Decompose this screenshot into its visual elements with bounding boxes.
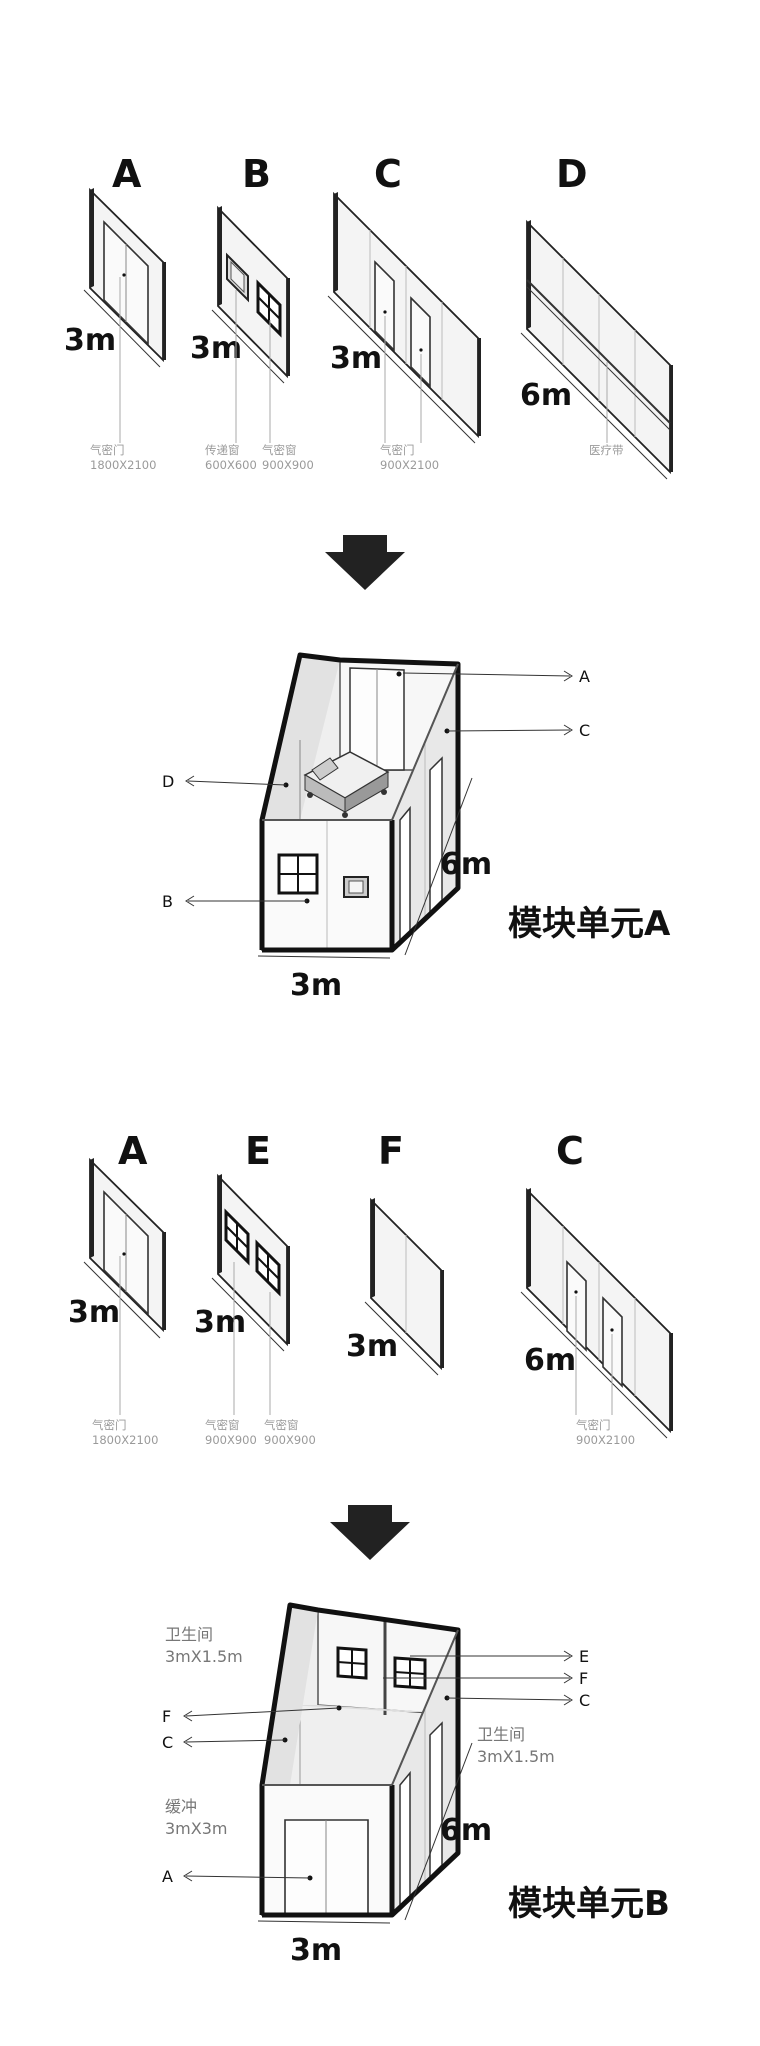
caption: 气密门 — [90, 443, 125, 457]
panel-letter: C — [556, 1129, 584, 1173]
toilet-left-size: 3mX1.5m — [165, 1647, 243, 1666]
dim-label: 3m — [64, 323, 116, 358]
panel-letter: B — [242, 152, 271, 196]
caption-size: 900X2100 — [380, 458, 439, 472]
caption-b-size: 900X900 — [264, 1433, 316, 1447]
caption-b-size: 900X900 — [262, 458, 314, 472]
callout-a: A — [162, 1867, 173, 1886]
toilet-left-label: 卫生间 — [165, 1625, 213, 1644]
dim-label: 6m — [524, 1343, 576, 1378]
callout-c1: C — [579, 1691, 590, 1710]
down-arrow-icon — [325, 535, 405, 590]
caption-b: 气密窗 — [264, 1418, 299, 1432]
caption: 气密门 — [576, 1418, 611, 1432]
callout-f2: F — [162, 1707, 171, 1726]
dim-width: 3m — [290, 968, 342, 1003]
panel-b-row1: B 3m 传递窗 600X600 气密窗 900X900 — [190, 152, 314, 472]
module-b: 3m 6m 卫生间 3mX1.5m 卫生间 3mX1.5m 缓冲 3mX3m E… — [162, 1602, 670, 1968]
caption: 医疗带 — [589, 443, 624, 457]
panel-c-row2: C 6m 气密门 900X2100 — [520, 1129, 673, 1447]
dim-label: 3m — [68, 1295, 120, 1330]
caption-size: 1800X2100 — [90, 458, 156, 472]
buffer-size: 3mX3m — [165, 1819, 228, 1838]
panel-letter: D — [556, 152, 588, 196]
callout-f1: F — [579, 1669, 588, 1688]
caption-a-size: 900X900 — [205, 1433, 257, 1447]
buffer-label: 缓冲 — [165, 1797, 197, 1816]
caption-size: 1800X2100 — [92, 1433, 158, 1447]
module-b-title: 模块单元B — [508, 1884, 670, 1924]
panel-letter: E — [245, 1129, 271, 1173]
panel-f-row2: F 3m — [346, 1129, 444, 1376]
caption-a: 传递窗 — [205, 443, 240, 457]
panel-a-row2: A 3m 气密门 1800X2100 — [68, 1129, 166, 1447]
panel-a-row1: A 3m 气密门 1800X2100 — [64, 152, 166, 472]
dim-label: 3m — [190, 331, 242, 366]
caption: 气密门 — [92, 1418, 127, 1432]
callout-b: B — [162, 892, 173, 911]
panel-e-row2: E 3m 气密窗 900X900 气密窗 900X900 — [194, 1129, 316, 1447]
dim-label: 6m — [520, 378, 572, 413]
panel-letter: A — [112, 152, 142, 196]
caption-size: 900X2100 — [576, 1433, 635, 1447]
callout-c: C — [579, 721, 590, 740]
dim-label: 3m — [194, 1305, 246, 1340]
dim-width: 3m — [290, 1933, 342, 1968]
dim-depth: 6m — [440, 1813, 492, 1848]
caption-a: 气密窗 — [205, 1418, 240, 1432]
panel-letter: F — [378, 1129, 404, 1173]
toilet-right-size: 3mX1.5m — [477, 1747, 555, 1766]
callout-c2: C — [162, 1733, 173, 1752]
module-a: 3m 6m A C D B 模块单元A — [162, 652, 671, 1003]
dim-label: 3m — [330, 341, 382, 376]
down-arrow-icon — [330, 1505, 410, 1560]
dim-depth: 6m — [440, 847, 492, 882]
panel-letter: C — [374, 152, 402, 196]
dim-label: 3m — [346, 1329, 398, 1364]
callout-d: D — [162, 772, 174, 791]
panel-letter: A — [118, 1129, 148, 1173]
module-a-title: 模块单元A — [508, 904, 671, 944]
toilet-right-label: 卫生间 — [477, 1725, 525, 1744]
callout-a: A — [579, 667, 590, 686]
caption-a-size: 600X600 — [205, 458, 257, 472]
panel-d-row1: D 6m 医疗带 — [520, 152, 673, 480]
callout-e: E — [579, 1647, 589, 1666]
caption-b: 气密窗 — [262, 443, 297, 457]
caption: 气密门 — [380, 443, 415, 457]
panel-c-row1: C 3m 气密门 900X2100 — [327, 152, 481, 472]
